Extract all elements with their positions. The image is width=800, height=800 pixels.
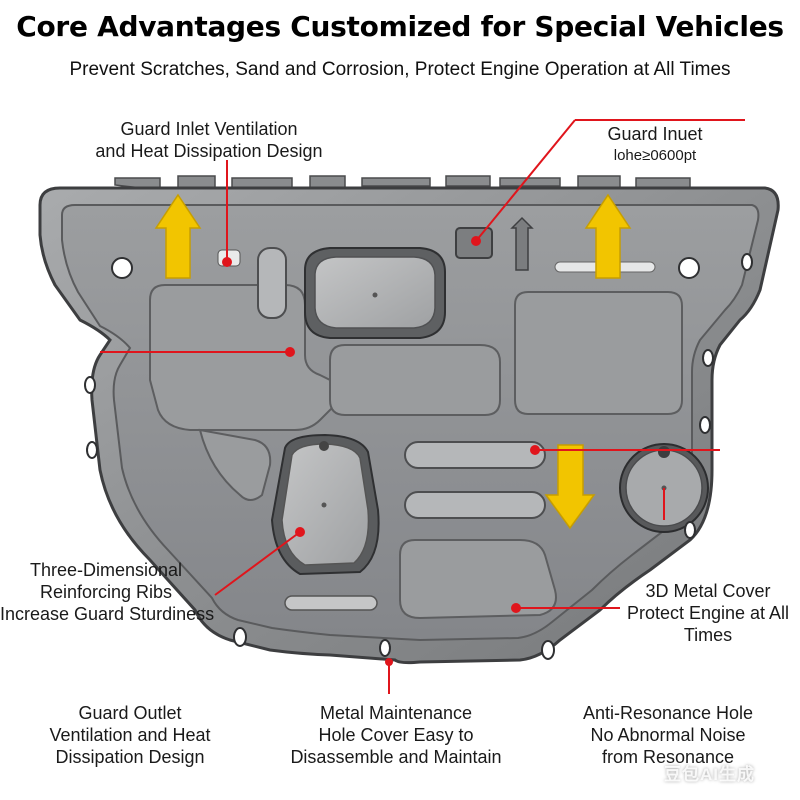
page-title: Core Advantages Customized for Special V… — [16, 10, 784, 43]
inlet-arrow-left — [154, 193, 202, 279]
guard-inlet-label: Guard Inuet lohe≥0600pt — [607, 124, 703, 164]
upper-access-cover — [304, 247, 446, 339]
anti-resonance-label: Anti-Resonance Hole No Abnormal Noise fr… — [582, 703, 754, 767]
reinforcing-ribs-label: Three-Dimensional Reinforcing Ribs Incre… — [0, 560, 215, 624]
top-mounting-tabs — [114, 175, 691, 191]
inlet-ventilation-label: Guard Inlet Ventilation and Heat Dissipa… — [95, 119, 323, 161]
inlet-arrow-right — [584, 193, 632, 279]
reinforcing-ribs — [149, 284, 683, 620]
page-subtitle: Prevent Scratches, Sand and Corrosion, P… — [69, 59, 731, 80]
callout-lines — [100, 119, 745, 694]
watermark: 豆包AI生成 — [664, 765, 755, 784]
callout-dots — [222, 236, 540, 666]
mounting-holes — [84, 253, 753, 660]
ventilation-slots — [257, 247, 546, 519]
outlet-arrow-down — [544, 444, 596, 530]
maintenance-hole-cover — [270, 433, 380, 576]
outlet-ventilation-label: Guard Outlet Ventilation and Heat Dissip… — [49, 703, 211, 767]
metal-cover-label: 3D Metal Cover Protect Engine at All Tim… — [626, 581, 790, 645]
airflow-arrows — [154, 193, 632, 530]
maintenance-hole-label: Metal Maintenance Hole Cover Easy to Dis… — [290, 703, 502, 767]
